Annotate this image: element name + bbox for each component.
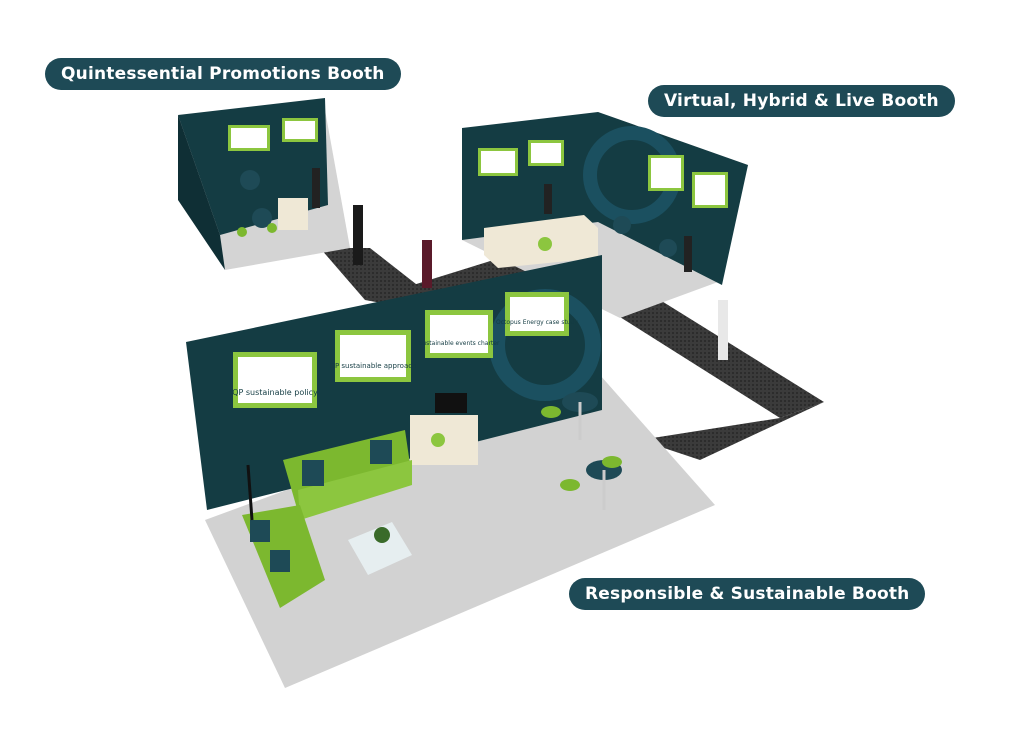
virtual-table-1 bbox=[613, 216, 631, 234]
sofa-seat bbox=[298, 460, 412, 520]
promo-stool-2 bbox=[267, 223, 277, 233]
sustainable-floor bbox=[205, 375, 715, 688]
walkway-left bbox=[320, 248, 430, 300]
promotions-booth-label: Quintessential Promotions Booth bbox=[45, 58, 401, 90]
virtual-table-2 bbox=[659, 239, 677, 257]
stool-3 bbox=[602, 456, 622, 468]
sus-screen-1-label: QP sustainable policy bbox=[232, 388, 318, 397]
stool-2 bbox=[560, 479, 580, 491]
person-5 bbox=[684, 236, 692, 272]
tv-monitor bbox=[435, 393, 467, 413]
promo-screen-1-face bbox=[231, 128, 267, 148]
person-4 bbox=[544, 184, 552, 214]
person-3 bbox=[422, 240, 432, 288]
sus-screen-1-face bbox=[238, 357, 312, 403]
sustainable-booth-label: Responsible & Sustainable Booth bbox=[569, 578, 926, 610]
floor-lamp bbox=[246, 464, 254, 521]
person-2 bbox=[353, 205, 363, 265]
coffee-table bbox=[348, 522, 412, 575]
virtual-booth bbox=[462, 112, 748, 360]
sus-screen-3-face bbox=[430, 315, 488, 353]
cushion-4 bbox=[270, 550, 290, 572]
virtual-booth-label: Virtual, Hybrid & Live Booth bbox=[648, 85, 955, 117]
sus-screen-4-label: Octopus Energy case study bbox=[496, 319, 578, 326]
sustainable-booth: QP sustainable policy QP sustainable app… bbox=[186, 255, 715, 688]
promo-table-2 bbox=[252, 208, 272, 228]
person-6 bbox=[718, 300, 728, 360]
virtual-screen-3-face bbox=[651, 158, 681, 188]
walkway-bottom bbox=[640, 402, 824, 460]
promo-desk bbox=[278, 198, 308, 230]
virtual-screen-4-face bbox=[695, 175, 725, 205]
promotions-side-wall bbox=[178, 115, 225, 270]
sus-screen-2-face bbox=[340, 335, 406, 377]
promotions-booth bbox=[178, 98, 432, 288]
virtual-screen-2-face bbox=[531, 143, 561, 163]
promo-screen-2-face bbox=[285, 121, 315, 139]
virtual-counter-logo bbox=[538, 237, 552, 251]
cushion-2 bbox=[370, 440, 392, 464]
virtual-screen-1-face bbox=[481, 151, 515, 173]
cushion-1 bbox=[302, 460, 324, 486]
tv-desk-logo bbox=[431, 433, 445, 447]
stool-1 bbox=[541, 406, 561, 418]
promo-table-1 bbox=[240, 170, 260, 190]
person-1 bbox=[312, 168, 320, 208]
plant bbox=[374, 527, 390, 543]
cushion-3 bbox=[250, 520, 270, 542]
promo-stool-1 bbox=[237, 227, 247, 237]
sus-screen-4-face bbox=[510, 297, 564, 331]
sus-screen-2-label: QP sustainable approach bbox=[329, 362, 416, 370]
sus-screen-3-label: Sustainable events charter bbox=[419, 340, 500, 347]
